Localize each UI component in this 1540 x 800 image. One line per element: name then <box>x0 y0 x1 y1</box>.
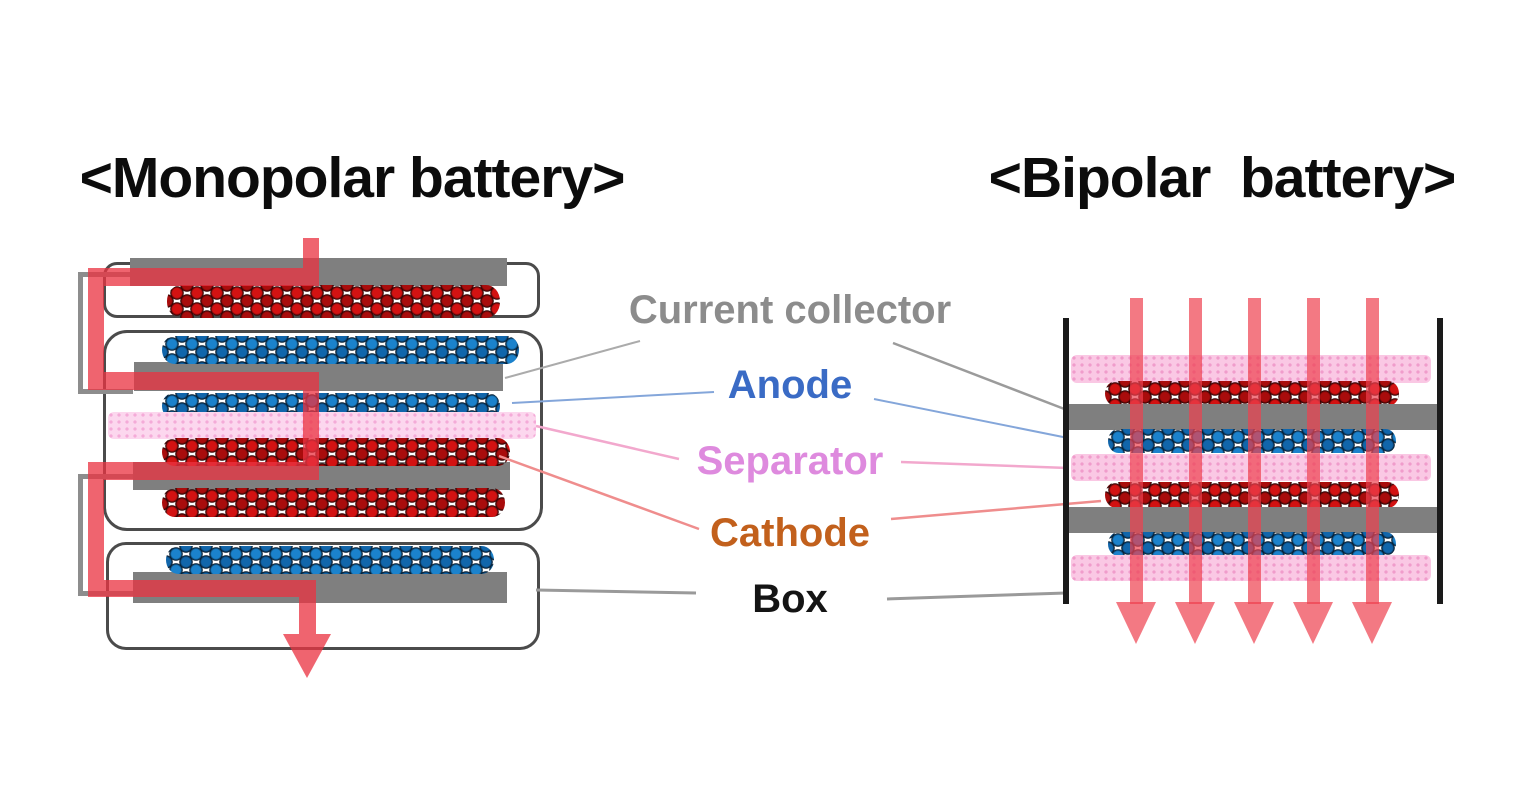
current-flow-segment <box>303 390 319 462</box>
current-arrow-shaft <box>1130 298 1143 604</box>
current-flow-segment <box>303 238 319 268</box>
bipolar-box-wall-right <box>1437 318 1443 604</box>
legend-label-current-collector: Current collector <box>628 288 952 332</box>
monopolar-title: <Monopolar battery> <box>79 146 626 210</box>
legend-label-cathode: Cathode <box>710 511 870 555</box>
current-arrow-head <box>1352 602 1392 644</box>
current-flow-segment <box>88 286 104 372</box>
legend-label-separator: Separator <box>696 439 884 483</box>
anode-particles-row <box>162 336 519 364</box>
current-flow-arrowhead <box>283 634 331 678</box>
leader-box-left <box>535 588 697 595</box>
current-flow-segment <box>88 372 319 390</box>
anode-particles-row <box>166 546 494 574</box>
current-flow-segment <box>88 462 319 480</box>
legend-label-box: Box <box>752 577 828 621</box>
current-arrow-shaft <box>1189 298 1202 604</box>
current-arrow-head <box>1175 602 1215 644</box>
leader-separator-right <box>900 460 1069 470</box>
external-connector-bracket-bottom <box>78 474 133 596</box>
leader-anode-right <box>873 398 1069 439</box>
leader-separator-left <box>535 424 680 461</box>
current-arrow-shaft <box>1366 298 1379 604</box>
legend-label-anode: Anode <box>727 363 853 407</box>
current-flow-segment <box>299 597 316 634</box>
current-arrow-shaft <box>1248 298 1261 604</box>
leader-current-collector-right <box>892 341 1068 412</box>
leader-box-right <box>886 591 1067 601</box>
current-flow-segment <box>88 268 319 286</box>
cathode-particles-row <box>162 438 510 466</box>
current-arrow-head <box>1116 602 1156 644</box>
bipolar-box-wall-left <box>1063 318 1069 604</box>
current-arrow-head <box>1293 602 1333 644</box>
current-flow-segment <box>88 480 104 580</box>
cathode-particles-row <box>167 285 500 318</box>
separator-band <box>108 412 536 439</box>
cathode-particles-row <box>162 488 505 517</box>
current-arrow-shaft <box>1307 298 1320 604</box>
bipolar-title: <Bipolar battery> <box>988 146 1457 210</box>
current-flow-segment <box>88 580 316 597</box>
current-arrow-head <box>1234 602 1274 644</box>
